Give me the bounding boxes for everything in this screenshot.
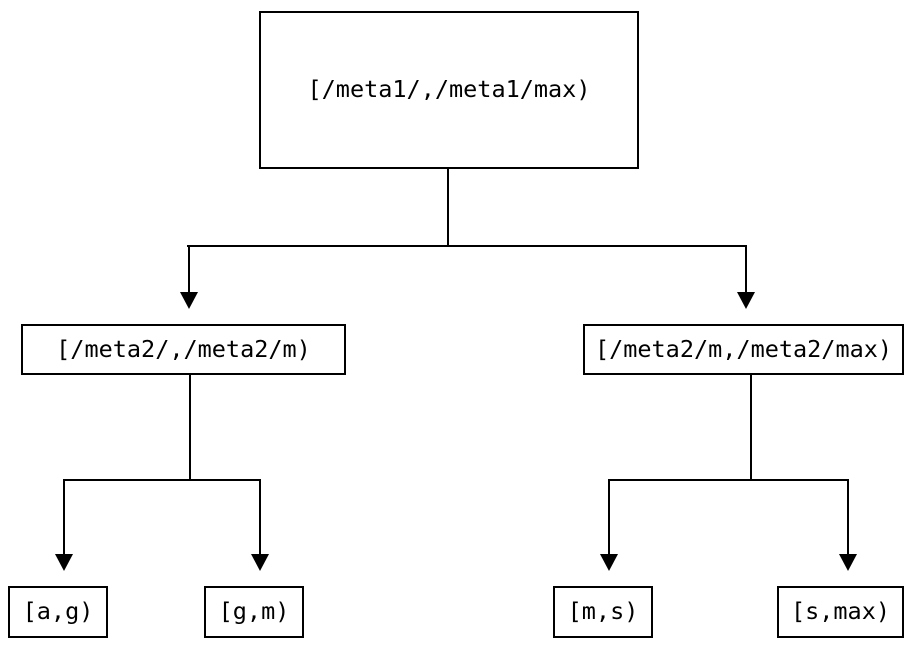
arrowhead-level2-right [737,292,755,309]
node-leaf-m-s[interactable]: [m,s) [553,586,653,638]
arrowhead-leaf-m-s [600,554,618,571]
node-leaf-a-g[interactable]: [a,g) [8,586,108,638]
edge-level2-left-to-leaves [55,374,269,571]
node-leaf-s-max[interactable]: [s,max) [777,586,904,638]
node-level2-left[interactable]: [/meta2/,/meta2/m) [21,324,346,375]
arrowhead-leaf-a-g [55,554,73,571]
node-level2-right[interactable]: [/meta2/m,/meta2/max) [583,324,904,375]
node-leaf-g-m[interactable]: [g,m) [204,586,304,638]
arrowhead-leaf-g-m [251,554,269,571]
edge-level2-right-to-leaves [600,374,857,571]
arrowhead-level2-left [180,292,198,309]
node-root[interactable]: [/meta1/,/meta1/max) [259,11,639,169]
edge-root-to-level2-left [180,168,747,309]
edge-root-to-level2-right [737,245,755,309]
arrowhead-leaf-s-max [839,554,857,571]
